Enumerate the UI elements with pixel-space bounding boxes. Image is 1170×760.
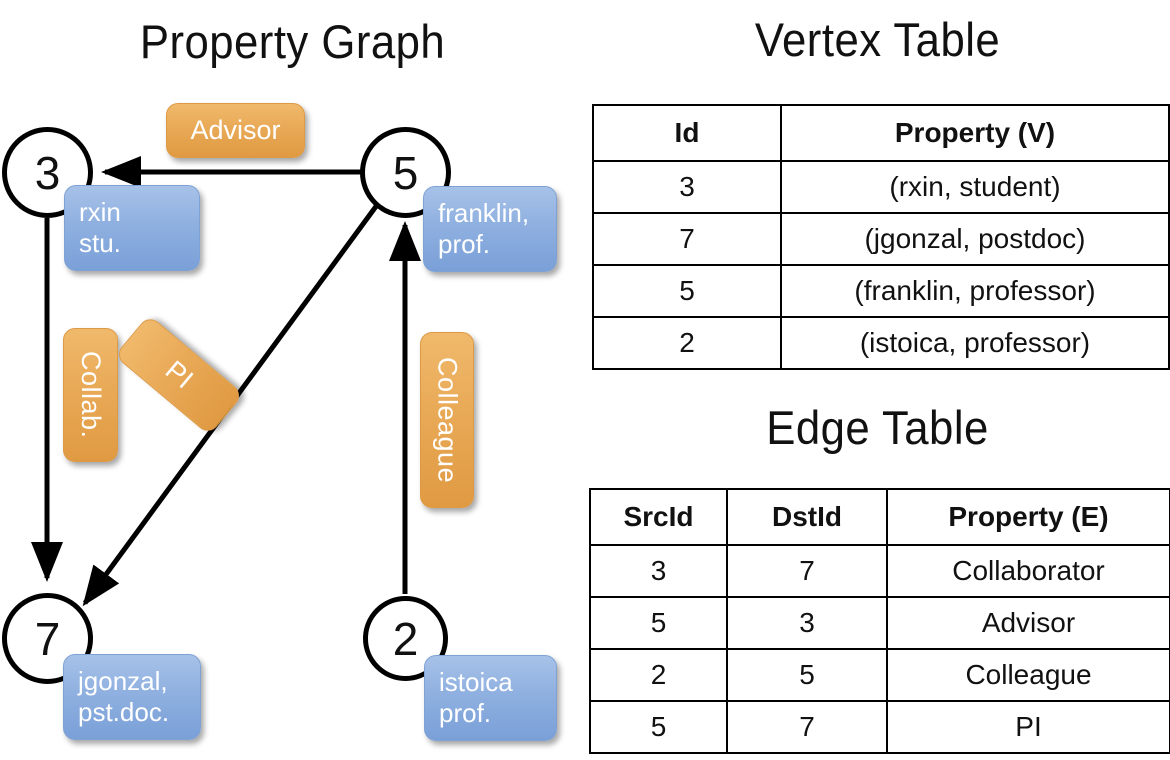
edge-row-2-src: 2 (589, 648, 728, 702)
edge-row-0-property: Collaborator (886, 544, 1170, 598)
edge-property-box-collab[interactable]: Collab. (63, 328, 118, 462)
vertex-property-box-jgonzal[interactable]: jgonzal, pst.doc. (63, 654, 201, 740)
table-header-row: SrcId DstId Property (E) (589, 488, 1170, 546)
edge-property-box-advisor[interactable]: Advisor (166, 103, 305, 158)
edge-row-1-property: Advisor (886, 596, 1170, 650)
table-row[interactable]: 5 7 PI (589, 700, 1170, 754)
page-title-property-graph: Property Graph (139, 15, 446, 68)
edge-row-3-src: 5 (589, 700, 728, 754)
vertex-table: Id Property (V) 3 (rxin, student) 7 (jgo… (592, 104, 1170, 370)
graph-node-5[interactable]: 5 (360, 127, 451, 218)
vertex-property-jgonzal-line1: jgonzal, (78, 666, 168, 697)
table-row[interactable]: 7 (jgonzal, postdoc) (592, 212, 1170, 266)
vertex-property-box-franklin[interactable]: franklin, prof. (423, 186, 557, 272)
page-title-edge-table: Edge Table (766, 401, 989, 454)
edge-property-collab-label: Collab. (76, 351, 106, 439)
vertex-property-franklin-line2: prof. (438, 229, 491, 259)
vertex-property-istoica-line1: istoica (439, 667, 513, 698)
vertex-row-1-property: (jgonzal, postdoc) (780, 212, 1170, 266)
edge-row-1-dst: 3 (726, 596, 888, 650)
edge-row-2-dst: 5 (726, 648, 888, 702)
vertex-row-0-property: (rxin, student) (780, 160, 1170, 214)
edge-table-header-srcid: SrcId (589, 488, 728, 546)
graph-node-3-label: 3 (34, 146, 61, 199)
edge-row-3-dst: 7 (726, 700, 888, 754)
vertex-property-franklin-line1: franklin, (438, 198, 530, 229)
table-row[interactable]: 5 3 Advisor (589, 596, 1170, 650)
vertex-property-jgonzal-line2: pst.doc. (78, 697, 170, 727)
graph-node-7-label: 7 (34, 612, 61, 665)
table-header-row: Id Property (V) (592, 104, 1170, 162)
vertex-property-box-rxin[interactable]: rxin stu. (64, 185, 200, 271)
edge-property-advisor-label: Advisor (190, 115, 281, 145)
vertex-row-0-id: 3 (592, 160, 782, 214)
edge-table-header-property: Property (E) (886, 488, 1170, 546)
edge-property-pi-label: PI (159, 354, 200, 395)
vertex-property-box-istoica[interactable]: istoica prof. (424, 655, 557, 741)
table-row[interactable]: 2 5 Colleague (589, 648, 1170, 702)
vertex-row-2-id: 5 (592, 264, 782, 318)
graph-node-5-label: 5 (392, 146, 419, 199)
vertex-property-rxin-line2: stu. (79, 228, 121, 258)
table-row[interactable]: 3 7 Collaborator (589, 544, 1170, 598)
edge-property-colleague-label: Colleague (432, 356, 463, 484)
edge-row-1-src: 5 (589, 596, 728, 650)
table-row[interactable]: 2 (istoica, professor) (592, 316, 1170, 370)
edge-table-header-dstid: DstId (726, 488, 888, 546)
vertex-row-3-id: 2 (592, 316, 782, 370)
edge-row-0-dst: 7 (726, 544, 888, 598)
edge-table: SrcId DstId Property (E) 3 7 Collaborato… (589, 488, 1170, 754)
vertex-row-3-property: (istoica, professor) (780, 316, 1170, 370)
table-row[interactable]: 3 (rxin, student) (592, 160, 1170, 214)
graph-node-2[interactable]: 2 (363, 596, 448, 681)
vertex-table-header-property: Property (V) (780, 104, 1170, 162)
edge-row-2-property: Colleague (886, 648, 1170, 702)
vertex-table-header-id: Id (592, 104, 782, 162)
edge-property-box-colleague[interactable]: Colleague (420, 332, 474, 508)
vertex-row-2-property: (franklin, professor) (780, 264, 1170, 318)
property-graph-diagram: 3 5 7 2 rxin stu. franklin, prof. jgonza… (2, 103, 557, 741)
table-row[interactable]: 5 (franklin, professor) (592, 264, 1170, 318)
graph-node-2-label: 2 (392, 612, 419, 665)
vertex-row-1-id: 7 (592, 212, 782, 266)
page-title-vertex-table: Vertex Table (754, 13, 1001, 66)
edge-row-3-property: PI (886, 700, 1170, 754)
vertex-property-rxin-line1: rxin (79, 197, 121, 228)
vertex-property-istoica-line2: prof. (439, 698, 492, 728)
edge-row-0-src: 3 (589, 544, 728, 598)
